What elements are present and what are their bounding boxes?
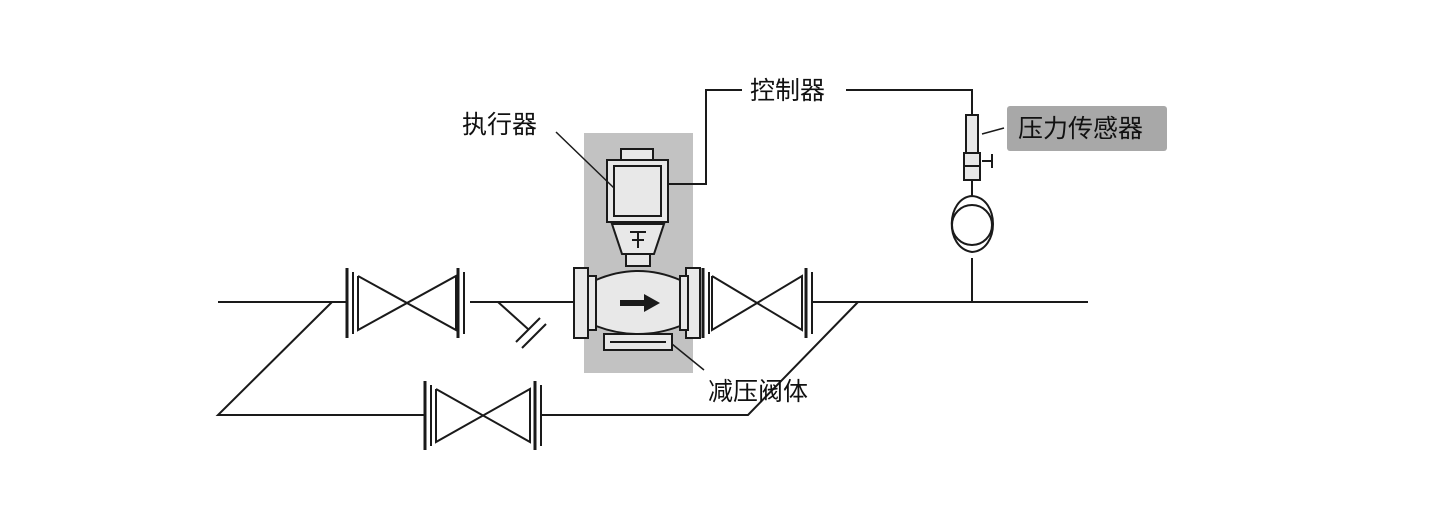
valve-body-label: 减压阀体	[708, 377, 808, 406]
actuator-leader	[555, 131, 615, 189]
bypass-pipe-return	[541, 301, 859, 416]
drain-branch	[497, 301, 547, 349]
pressure-sensor	[950, 114, 1005, 302]
pressure-sensor-label-box	[1007, 106, 1167, 151]
actuator-label: 执行器	[462, 110, 537, 139]
controller-signal-line	[668, 89, 742, 185]
sensor-signal-line	[846, 89, 973, 115]
flow-arrow-icon	[620, 294, 660, 312]
inlet-gate-valve	[345, 268, 465, 338]
pressure-sensor-label: 压力传感器	[1018, 114, 1143, 143]
bypass-pipe	[215, 301, 425, 416]
bypass-gate-valve	[423, 381, 542, 450]
controller-label: 控制器	[750, 76, 825, 105]
actuator	[606, 148, 669, 267]
outlet-gate-valve	[701, 268, 813, 338]
valve-body-leader	[671, 343, 705, 371]
